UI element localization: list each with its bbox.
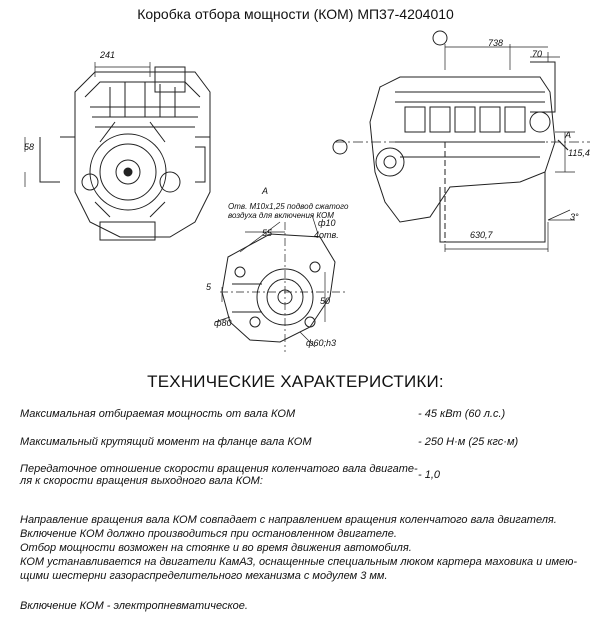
dim-d80: ф80 (214, 318, 232, 328)
engine-front-view (24, 62, 211, 241)
section-title: ТЕХНИЧЕСКИЕ ХАРАКТЕРИСТИКИ: (147, 372, 444, 391)
spec-value-torque: - 250 Н·м (25 кгс·м) (418, 436, 519, 448)
note-activation: Включение КОМ - электропневматическое. (20, 600, 248, 612)
dim-50: 50 (320, 296, 331, 306)
note-rotation: Направление вращения вала КОМ совпадает … (20, 514, 557, 526)
dim-5: 5 (206, 282, 212, 292)
note-operation: Отбор мощности возможен на стоянке и во … (20, 542, 412, 554)
dim-a-right: А (565, 130, 572, 140)
spec-value-ratio: - 1,0 (418, 469, 441, 481)
document-title: Коробка отбора мощности (КОМ) МП37-42040… (137, 6, 454, 22)
dim-70: 70 (532, 49, 543, 59)
dim-d60: ф60;h3 (306, 338, 337, 348)
spec-label-torque: Максимальный крутящий момент на фланце в… (20, 436, 312, 448)
dim-115: 115,4 (568, 148, 590, 158)
dim-d10: ф10 (318, 218, 336, 228)
hole-note-1: Отв. М10х1,25 подвод сжатого (228, 202, 349, 211)
note-installation-2: щими шестерни газораспределительного мех… (20, 570, 388, 582)
note-engagement: Включение КОМ должно производиться при о… (20, 528, 397, 540)
note-installation: КОМ устанавливается на двигатели КамАЗ, … (20, 556, 578, 568)
spec-label-ratio: Передаточное отношение скорости вращения… (20, 463, 418, 475)
dim-58: 58 (24, 142, 35, 152)
dim-3deg: 3° (570, 212, 579, 222)
dim-738: 738 (488, 38, 504, 48)
dim-a-top: А (262, 186, 269, 196)
hole-note-2: воздуха для включения КОМ (228, 211, 334, 220)
dim-630: 630,7 (470, 230, 493, 240)
engine-drawing (24, 30, 590, 352)
engine-side-view (332, 30, 590, 252)
spec-value-power: - 45 кВт (60 л.с.) (418, 408, 506, 420)
dim-4-holes: 4отв. (314, 230, 339, 240)
dim-55: 55 (262, 228, 273, 238)
spec-label-ratio-2: ля к скорости вращения выходного вала КО… (20, 475, 263, 487)
spec-label-power: Максимальная отбираемая мощность от вала… (20, 408, 296, 420)
pto-detail-view (214, 214, 345, 352)
dim-241: 241 (100, 50, 116, 60)
